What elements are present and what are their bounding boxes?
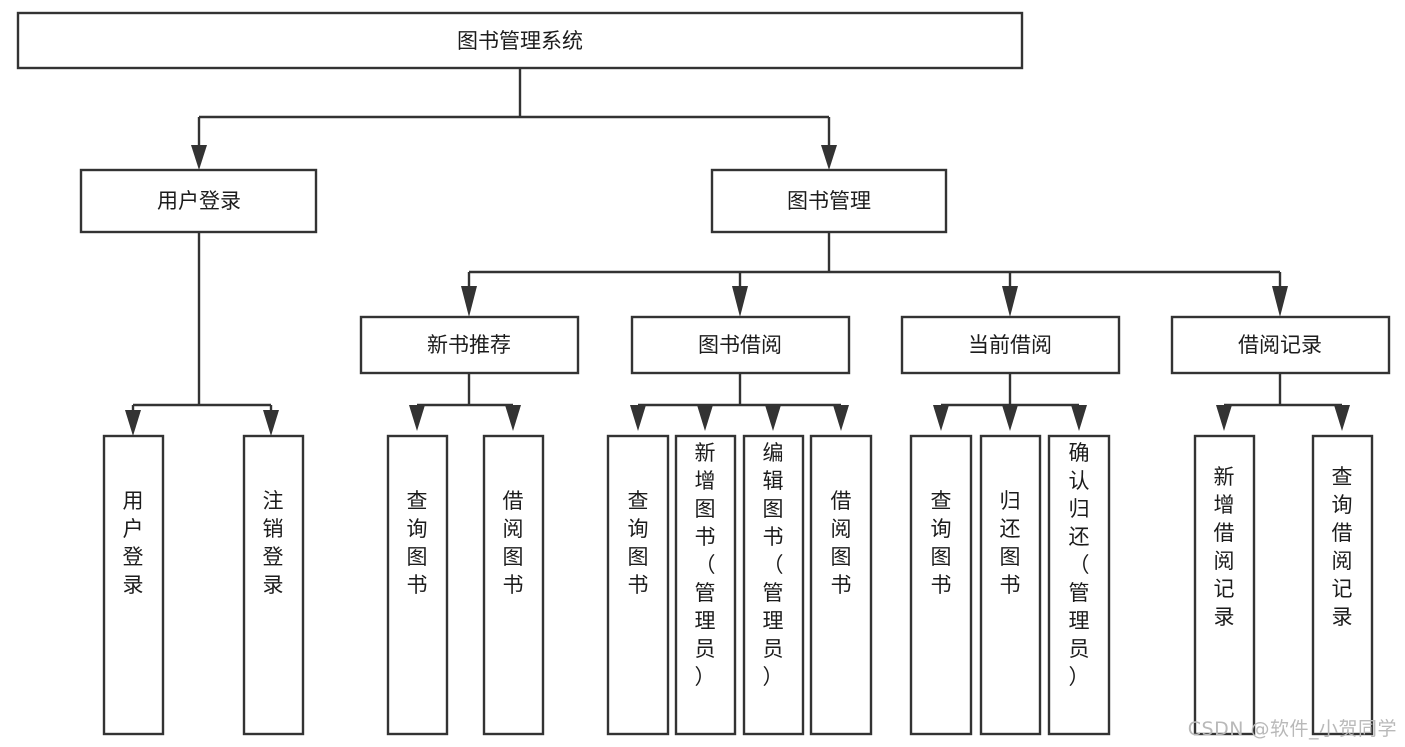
node-new-book-recommend-label: 新书推荐 xyxy=(427,333,511,357)
arrowhead-level3-2 xyxy=(1002,286,1018,317)
leaf-label: 注销登录 xyxy=(263,489,284,597)
node-book-borrow-box[interactable] xyxy=(630,315,851,375)
arrowhead-borrow-leaf-1 xyxy=(697,405,713,431)
node-new-book-recommend-box[interactable] xyxy=(359,315,580,375)
arrowhead-login-leaf-1 xyxy=(263,410,279,436)
leaf-label: 归还图书 xyxy=(1000,489,1021,597)
node-book-borrow[interactable]: 图书借阅 xyxy=(630,315,851,375)
leaf-node[interactable]: 查询借阅记录 xyxy=(1311,434,1374,736)
leaf-node[interactable]: 查询图书 xyxy=(386,434,449,736)
arrowhead-current-leaf-1 xyxy=(1002,405,1018,431)
arrowhead-borrow-leaf-2 xyxy=(765,405,781,431)
leaf-node[interactable]: 新增借阅记录 xyxy=(1193,434,1256,736)
leaf-box[interactable] xyxy=(606,434,670,736)
node-root[interactable]: 图书管理系统 xyxy=(16,11,1024,70)
arrowhead-record-leaf-0 xyxy=(1216,405,1232,431)
leaf-node[interactable]: 用户登录 xyxy=(102,434,165,736)
leaf-box[interactable] xyxy=(742,434,805,736)
leaf-box[interactable] xyxy=(242,434,305,736)
leaf-box[interactable] xyxy=(674,434,737,736)
node-user-login-label: 用户登录 xyxy=(157,189,241,213)
leaf-box[interactable] xyxy=(386,434,449,736)
arrowhead-current-leaf-0 xyxy=(933,405,949,431)
leaf-label: 查询图书 xyxy=(407,489,428,597)
node-borrow-record[interactable]: 借阅记录 xyxy=(1170,315,1391,375)
arrowhead-level3-3 xyxy=(1272,286,1288,317)
leaf-node[interactable]: 确认归还（管理员） xyxy=(1047,434,1111,736)
leaf-label: 查询图书 xyxy=(931,489,952,597)
leaf-box[interactable] xyxy=(482,434,545,736)
leaf-node[interactable]: 注销登录 xyxy=(242,434,305,736)
leaf-label: 借阅图书 xyxy=(831,489,852,597)
leaf-box[interactable] xyxy=(909,434,973,736)
node-book-borrow-label: 图书借阅 xyxy=(698,333,782,357)
leaf-node[interactable]: 新增图书（管理员） xyxy=(674,434,737,736)
leaf-box[interactable] xyxy=(102,434,165,736)
node-current-borrow[interactable]: 当前借阅 xyxy=(900,315,1121,375)
leaf-box[interactable] xyxy=(809,434,873,736)
node-current-borrow-box[interactable] xyxy=(900,315,1121,375)
arrowhead-newbook-leaf-1 xyxy=(505,405,521,431)
leaf-box[interactable] xyxy=(1311,434,1374,736)
leaf-label: 新增借阅记录 xyxy=(1214,465,1235,629)
arrowhead-level2-0 xyxy=(191,145,207,170)
leaf-label: 查询图书 xyxy=(628,489,649,597)
node-book-management-label: 图书管理 xyxy=(787,189,871,213)
arrowhead-record-leaf-1 xyxy=(1334,405,1350,431)
leaf-label: 确认归还（管理员） xyxy=(1069,441,1090,689)
node-user-login-box[interactable] xyxy=(79,168,318,234)
arrowhead-borrow-leaf-3 xyxy=(833,405,849,431)
leaf-label: 新增图书（管理员） xyxy=(695,441,716,689)
node-root-box[interactable] xyxy=(16,11,1024,70)
leaf-node[interactable]: 借阅图书 xyxy=(482,434,545,736)
arrowhead-current-leaf-2 xyxy=(1071,405,1087,431)
leaf-label: 查询借阅记录 xyxy=(1332,465,1353,629)
leaf-box[interactable] xyxy=(1047,434,1111,736)
arrowhead-level3-0 xyxy=(461,286,477,317)
csdn-watermark: CSDN @软件_小贺同学 xyxy=(1187,718,1397,740)
leaf-label: 用户登录 xyxy=(123,489,144,597)
arrowhead-level2-1 xyxy=(821,145,837,170)
leaf-label: 编辑图书（管理员） xyxy=(763,441,784,689)
arrowhead-level3-1 xyxy=(732,286,748,317)
node-root-label: 图书管理系统 xyxy=(457,29,583,53)
leaf-node[interactable]: 查询图书 xyxy=(909,434,973,736)
node-borrow-record-label: 借阅记录 xyxy=(1238,333,1322,357)
leaf-box[interactable] xyxy=(979,434,1042,736)
connector-layer xyxy=(125,68,1350,436)
leaf-node[interactable]: 归还图书 xyxy=(979,434,1042,736)
node-borrow-record-box[interactable] xyxy=(1170,315,1391,375)
leaf-node[interactable]: 借阅图书 xyxy=(809,434,873,736)
node-new-book-recommend[interactable]: 新书推荐 xyxy=(359,315,580,375)
node-user-login[interactable]: 用户登录 xyxy=(79,168,318,234)
node-book-management-box[interactable] xyxy=(710,168,948,234)
leaf-node[interactable]: 查询图书 xyxy=(606,434,670,736)
node-book-management[interactable]: 图书管理 xyxy=(710,168,948,234)
leaf-label: 借阅图书 xyxy=(503,489,524,597)
arrowhead-login-leaf-0 xyxy=(125,410,141,436)
arrowhead-newbook-leaf-0 xyxy=(409,405,425,431)
leaf-node[interactable]: 编辑图书（管理员） xyxy=(742,434,805,736)
arrowhead-borrow-leaf-0 xyxy=(630,405,646,431)
node-current-borrow-label: 当前借阅 xyxy=(968,333,1052,357)
leaf-box[interactable] xyxy=(1193,434,1256,736)
